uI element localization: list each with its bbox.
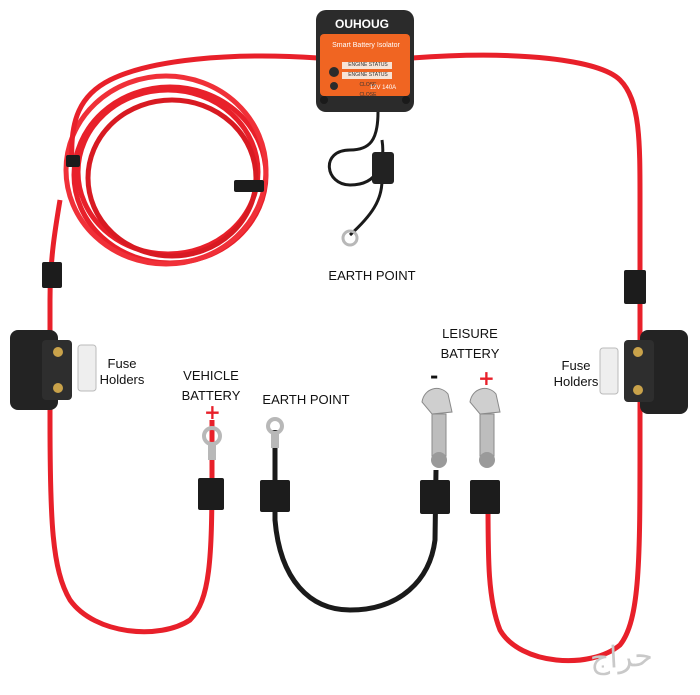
device-status-line-2: ENGINE STATUS CLOSE bbox=[348, 72, 388, 98]
fuse-right-label-line-1: Fuse bbox=[561, 358, 591, 373]
leisure-battery-positive-clamp bbox=[469, 387, 501, 468]
device-rating-label: 12V 140A bbox=[369, 85, 397, 91]
vehicle-positive-symbol: + bbox=[204, 400, 221, 424]
vehicle-battery-ring-terminal bbox=[202, 426, 222, 460]
cable-clips bbox=[42, 155, 646, 514]
leisure-negative-symbol: - bbox=[430, 364, 439, 388]
coiled-red-cable bbox=[63, 73, 269, 267]
left-fuse-holder bbox=[10, 330, 97, 410]
leisure-positive-symbol: + bbox=[478, 366, 495, 390]
vehicle-battery-label-line-2: BATTERY bbox=[181, 388, 241, 403]
leisure-battery-negative-clamp bbox=[421, 387, 453, 468]
battery-isolator-device bbox=[316, 10, 414, 112]
red-cable-left-run bbox=[47, 199, 215, 635]
earth-point-ring-terminal bbox=[266, 417, 284, 448]
device-brand-label: OUHOUG bbox=[335, 17, 389, 31]
earth-ring-terminal-top bbox=[341, 229, 359, 247]
watermark-logo: حراج bbox=[589, 638, 654, 677]
leisure-battery-label-line-2: BATTERY bbox=[440, 346, 500, 361]
device-subtitle-label: Smart Battery Isolator bbox=[332, 42, 400, 49]
earth-point-top-label: EARTH POINT bbox=[328, 268, 416, 283]
earth-point-mid-label: EARTH POINT bbox=[262, 392, 350, 407]
right-fuse-holder bbox=[599, 330, 688, 414]
red-cable-right-run bbox=[411, 52, 643, 664]
red-cable-device-to-coil bbox=[69, 53, 319, 161]
device-status-line-1: ENGINE STATUS CLOSE bbox=[348, 62, 388, 88]
fuse-left-label-line-1: Fuse bbox=[107, 356, 137, 371]
black-earth-cable bbox=[272, 430, 439, 613]
leisure-battery-label-line-1: LEISURE bbox=[442, 326, 498, 341]
vehicle-battery-label-line-1: VEHICLE bbox=[183, 368, 239, 383]
fuse-right-label-line-2: Holders bbox=[553, 374, 599, 389]
device-earth-clip bbox=[372, 152, 394, 184]
fuse-left-label-line-2: Holders bbox=[99, 372, 145, 387]
